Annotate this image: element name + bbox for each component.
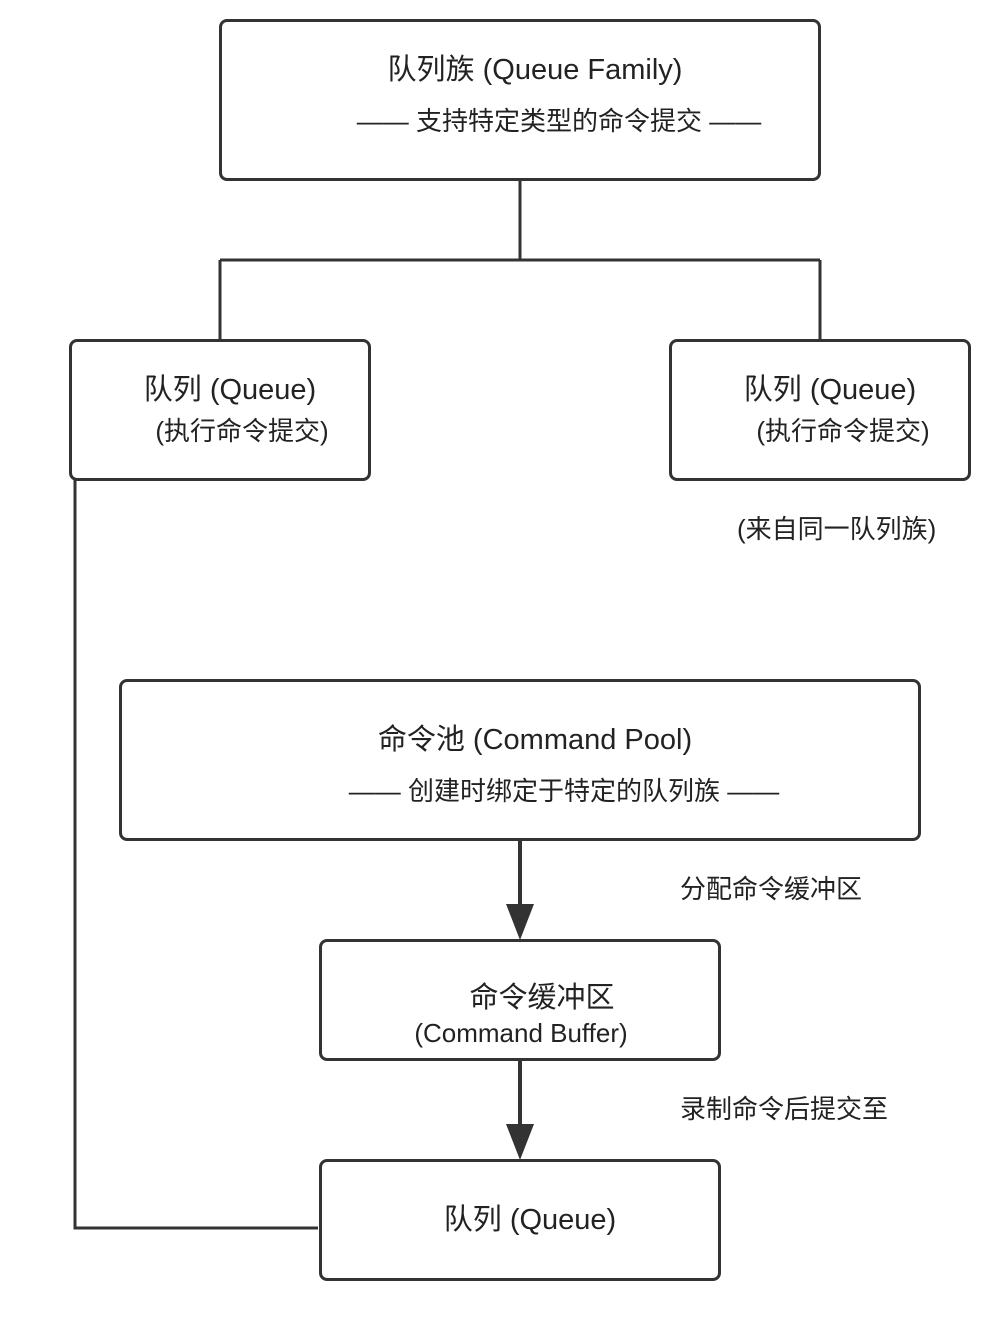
queue-right-title: 队列 (Queue) [743,374,917,406]
queue-bottom-box: 队列 (Queue) [319,1159,721,1281]
command-buffer-title: 命令缓冲区 [469,982,615,1014]
queue-right-box: 队列 (Queue) (执行命令提交) [669,339,971,481]
command-pool-subtitle: —— 创建时绑定于特定的队列族 —— [348,776,780,806]
queue-left-subtitle: (执行命令提交) [155,416,329,446]
command-pool-box: 命令池 (Command Pool) —— 创建时绑定于特定的队列族 —— [119,679,921,841]
queue-left-box: 队列 (Queue) (执行命令提交) [69,339,371,481]
queue-family-subtitle: —— 支持特定类型的命令提交 —— [356,106,762,136]
command-buffer-box: 命令缓冲区 (Command Buffer) [319,939,721,1061]
arrowhead-pool-to-buffer [506,904,534,940]
arrowhead-buffer-to-queue [506,1124,534,1160]
queue-family-box: 队列族 (Queue Family) —— 支持特定类型的命令提交 —— [219,19,821,181]
queue-family-title: 队列族 (Queue Family) [387,54,683,86]
queue-bottom-title: 队列 (Queue) [443,1204,617,1236]
edge-label-allocate: 分配命令缓冲区 [680,874,863,904]
edge-label-submit: 录制命令后提交至 [680,1094,889,1124]
connector-family-to-queues [218,180,822,340]
command-buffer-subtitle: (Command Buffer) [414,1018,628,1048]
queue-right-subtitle: (执行命令提交) [756,416,930,446]
command-pool-title: 命令池 (Command Pool) [377,724,693,756]
queue-left-title: 队列 (Queue) [143,374,317,406]
queue-right-note: (来自同一队列族) [737,514,937,544]
connector-left-queue-to-bottom-queue [73,480,318,1230]
